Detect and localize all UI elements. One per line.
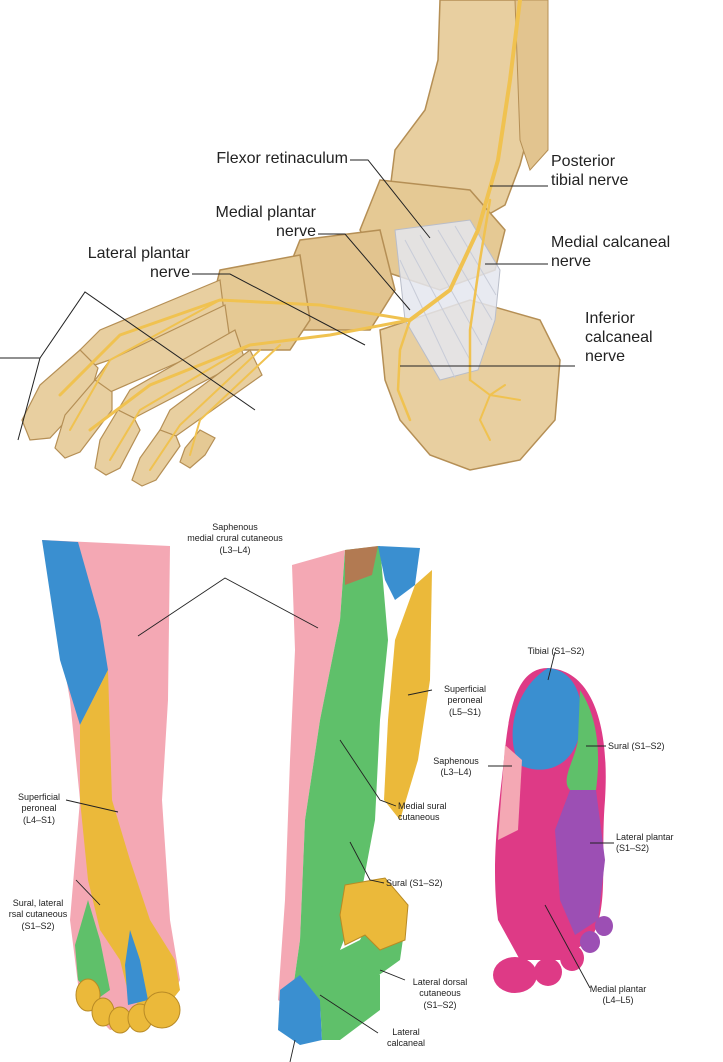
sole-lateral-plantar-purple <box>555 790 605 935</box>
dorsal-leg-blue-web <box>125 930 148 1005</box>
label-medial-sural-cutaneous: Medial sural cutaneous <box>398 801 447 823</box>
sole-tibial-blue <box>512 668 582 770</box>
fibula-bone <box>514 0 549 171</box>
sole-toe-3 <box>560 945 584 971</box>
leader-tibial <box>547 651 556 681</box>
label-superficial-peroneal-right: Superficial peroneal (L5–S1) <box>443 684 487 717</box>
label-superficial-peroneal-left: Superficial peroneal (L4–S1) <box>17 792 61 825</box>
digital-branches <box>69 299 281 471</box>
dorsal-leg-dermatome <box>42 540 181 1034</box>
posterior-heel-blue <box>278 975 322 1045</box>
sole-toe-2 <box>534 958 562 986</box>
label-flexor-retinaculum: Flexor retinaculum <box>216 150 348 167</box>
leader-heel-bottom <box>289 1039 296 1062</box>
sole-toe-4 <box>580 931 600 953</box>
leader-superficial-peroneal-right <box>407 689 433 696</box>
leader-flexor-retinaculum <box>350 159 431 239</box>
label-tibial: Tibial (S1–S2) <box>527 646 585 656</box>
dorsal-leg-yellow <box>80 670 180 1015</box>
label-medial-calcaneal-nerve: Medial calcaneal nerve <box>551 234 671 270</box>
sole-sural-green <box>566 690 599 790</box>
calcaneal-branches <box>469 379 521 441</box>
toe-5 <box>179 429 216 469</box>
leader-sural-mid <box>349 841 385 884</box>
sole-toes-purple <box>580 916 613 953</box>
bracket-toes <box>0 291 256 441</box>
leader-medial-plantar <box>318 233 411 311</box>
label-saphenous: Saphenous medial crural cutaneous (L3–L4… <box>187 522 283 555</box>
dorsal-toes <box>75 978 181 1034</box>
label-medial-plantar-nerve: Medial plantar nerve <box>215 204 317 240</box>
posterior-leg-brown <box>345 546 378 585</box>
leader-saphenous <box>137 577 319 637</box>
leader-superficial-peroneal-left <box>65 799 119 813</box>
label-lateral-plantar-nerve: Lateral plantar nerve <box>87 245 190 281</box>
posterior-leg-pink <box>278 550 345 1010</box>
posterior-leg-green <box>290 546 405 1030</box>
label-saphenous-sole: Saphenous (L3–L4) <box>433 756 479 778</box>
dorsal-toe-5 <box>143 991 181 1029</box>
leader-lateral-dorsal <box>379 969 406 981</box>
label-posterior-tibial-nerve: Posterior tibial nerve <box>551 153 629 189</box>
sole-saphenous-pink <box>498 745 522 840</box>
toe-2 <box>54 379 113 459</box>
leader-lateral-calcaneal <box>319 994 379 1034</box>
top-leader-lines <box>0 159 575 441</box>
posterior-leg-blue-top <box>378 546 420 600</box>
leader-sural-lateral <box>75 879 101 906</box>
sole-toes <box>493 945 584 993</box>
label-medial-plantar: Medial plantar (L4–L5) <box>589 984 647 1006</box>
inferior-calcaneal-nerve-path <box>396 318 412 422</box>
posterior-heel-green <box>300 960 380 1040</box>
label-inferior-calcaneal-nerve: Inferior calcaneal nerve <box>585 310 653 365</box>
posterior-foot-yellow <box>339 877 409 951</box>
leader-medial-sural <box>339 739 397 807</box>
label-lateral-plantar: Lateral plantar (S1–S2) <box>616 832 674 854</box>
flexor-retinaculum-band <box>394 219 501 381</box>
toe-4 <box>131 429 181 487</box>
leader-lateral-plantar <box>192 273 366 346</box>
sole-dermatome <box>493 668 613 993</box>
dorsal-leg-green <box>75 900 110 1000</box>
label-lateral-calcaneal: Lateral calcaneal <box>386 1027 426 1049</box>
posterior-tibial-nerve-path <box>408 0 522 322</box>
bottom-leader-lines <box>65 577 614 1062</box>
label-lateral-dorsal-cutaneous: Lateral dorsal cutaneous (S1–S2) <box>412 977 468 1010</box>
label-sural-mid: Sural (S1–S2) <box>386 878 443 888</box>
sole-toe-5 <box>595 916 613 936</box>
leader-medial-plantar <box>544 904 591 989</box>
sole-toe-1 <box>493 957 537 993</box>
posterior-leg-dermatome <box>278 546 432 1045</box>
nerves <box>58 0 522 471</box>
foot-anatomy-illustration <box>21 0 561 487</box>
medial-calcaneal-nerve-path <box>468 198 492 382</box>
dorsal-leg-blue-upper <box>42 540 108 725</box>
label-sural-sole: Sural (S1–S2) <box>608 741 665 751</box>
label-sural-lateral-dorsal: Sural, lateral rsal cutaneous (S1–S2) <box>8 898 68 931</box>
